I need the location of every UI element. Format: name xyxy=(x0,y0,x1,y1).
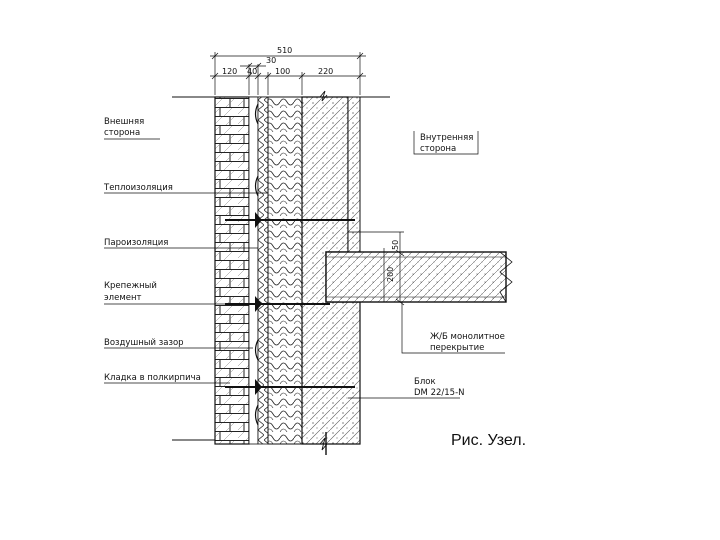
label-thermal-insulation: Теплоизоляция xyxy=(103,183,173,193)
dim-total: 510 xyxy=(277,46,292,55)
label-slab-1: Ж/Б монолитное xyxy=(430,332,505,342)
dimension-lines xyxy=(210,52,405,306)
fastener-clip-1 xyxy=(255,212,262,228)
dim-slab-offset: 50 xyxy=(391,240,400,250)
break-mark-bottom xyxy=(319,437,328,451)
label-brick-cladding: Кладка в полкирпича xyxy=(104,373,201,383)
fastener-clip-2 xyxy=(255,296,262,312)
dim-slab: 200 xyxy=(386,267,395,282)
dim-insulation-thin: 40 xyxy=(247,67,257,76)
label-inner-side-1: Внутренняя xyxy=(420,133,473,143)
label-vapor-barrier: Пароизоляция xyxy=(104,238,168,248)
dim-air-gap: 30 xyxy=(266,56,276,65)
brick-layer xyxy=(214,96,250,445)
slab xyxy=(325,251,507,303)
label-outer-side-2: сторона xyxy=(104,128,140,138)
insulation-anchor-1 xyxy=(254,103,259,125)
thin-insulation-layer xyxy=(257,96,269,445)
label-outer-side-1: Внешняя xyxy=(104,117,144,127)
dim-insulation: 100 xyxy=(275,67,290,76)
fastener-clip-3 xyxy=(255,379,262,395)
label-block-1: Блок xyxy=(414,377,436,387)
leader-lines xyxy=(104,131,505,399)
block-inner-upper xyxy=(347,96,361,253)
insulation-layer xyxy=(267,96,303,445)
label-inner-side-2: сторона xyxy=(420,144,456,154)
label-fastener-1: Крепежный xyxy=(104,281,157,291)
fastener-ties xyxy=(225,219,355,388)
dim-block: 220 xyxy=(318,67,333,76)
label-air-gap: Воздушный зазор xyxy=(104,338,184,348)
figure-caption: Рис. Узел. xyxy=(451,432,527,449)
label-block-2: DM 22/15-N xyxy=(414,388,465,398)
break-mark-top xyxy=(319,90,328,102)
slab-break-line xyxy=(499,251,513,303)
label-slab-2: перекрытие xyxy=(430,343,484,353)
dim-brick: 120 xyxy=(222,67,237,76)
label-fastener-2: элемент xyxy=(104,293,142,303)
